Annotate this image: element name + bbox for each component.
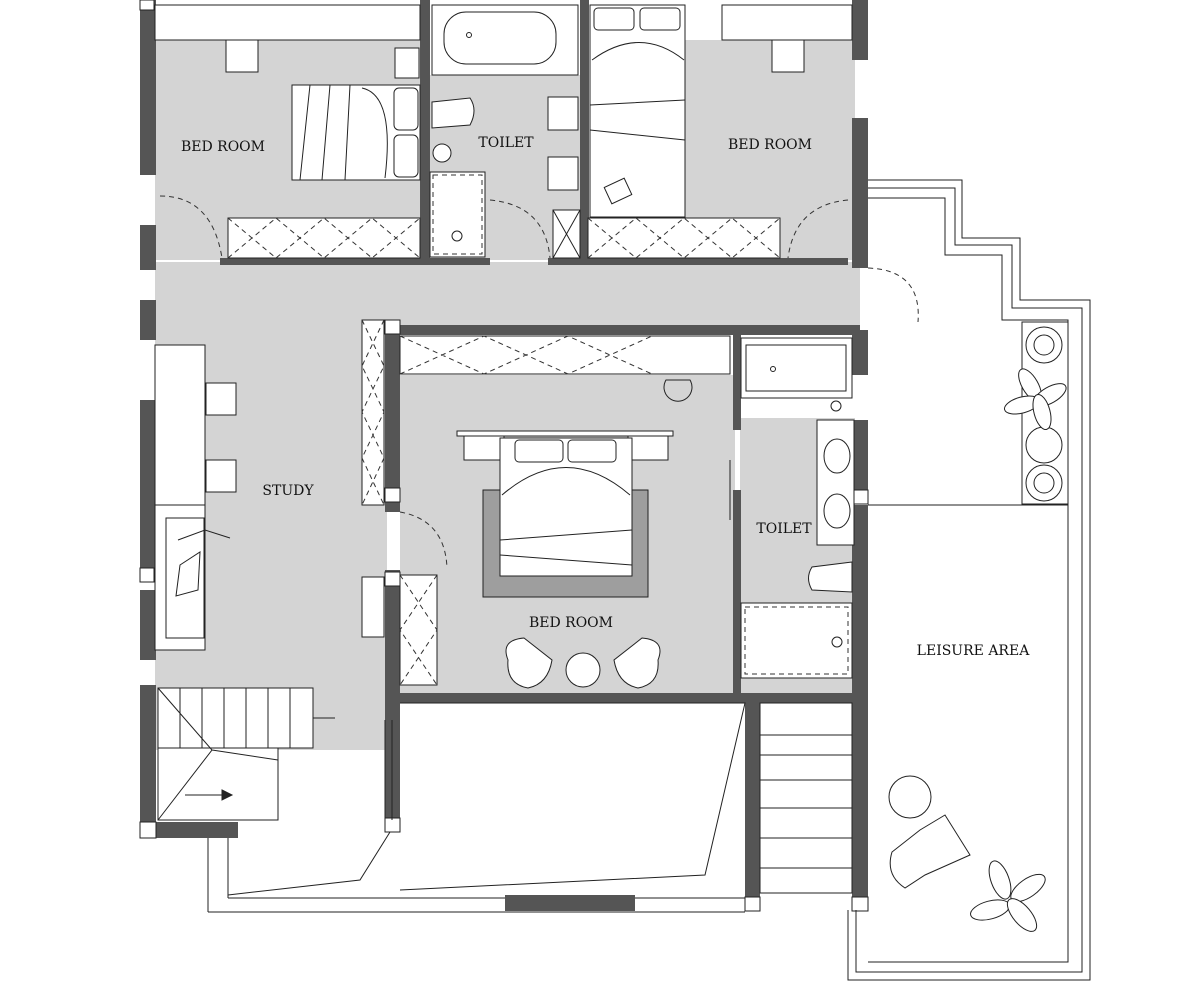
- bed-icon: [499, 437, 633, 577]
- wardrobe-icon: [399, 335, 731, 375]
- shower-icon: [429, 171, 486, 258]
- bed-icon: [589, 4, 686, 218]
- room-label-bedroom-ne: BED ROOM: [728, 137, 812, 153]
- speaker-icon: [1025, 326, 1063, 502]
- wardrobe-icon: [227, 217, 421, 259]
- walls: [140, 0, 868, 911]
- door-swing-icon: [787, 199, 849, 259]
- toilet-icon: [431, 97, 475, 129]
- chair-icon: [205, 459, 237, 493]
- bedroom-ne: BED ROOM: [587, 4, 853, 259]
- wardrobe-icon: [399, 574, 438, 686]
- wardrobe-icon: [361, 319, 385, 506]
- wardrobe-icon: [587, 217, 781, 259]
- room-label-study: STUDY: [262, 483, 314, 499]
- bedroom-nw: BED ROOM: [154, 4, 421, 259]
- door-swing-icon: [867, 267, 919, 323]
- chair-icon: [889, 814, 971, 889]
- leisure-area: LEISURE AREA: [847, 179, 1091, 981]
- room-label-leisure: LEISURE AREA: [917, 643, 1031, 659]
- chair-icon: [613, 637, 661, 689]
- bathtub-icon: [740, 337, 853, 399]
- void-area: [207, 702, 746, 913]
- chair-icon: [205, 382, 237, 416]
- plant-icon: [1003, 368, 1067, 431]
- bathtub-icon: [431, 4, 579, 76]
- toilet-north: TOILET: [429, 4, 581, 259]
- toilet-icon: [808, 561, 853, 593]
- plant-icon: [970, 860, 1046, 932]
- shower-icon: [740, 602, 853, 679]
- room-label-toilet-east: TOILET: [756, 521, 812, 537]
- chair-icon: [505, 637, 553, 689]
- door-swing-icon: [159, 195, 223, 259]
- room-label-toilet-north: TOILET: [478, 135, 534, 151]
- study: STUDY: [154, 319, 385, 651]
- sink-icon: [816, 419, 855, 546]
- door-swing-icon: [489, 199, 551, 259]
- toilet-east: TOILET: [740, 337, 855, 679]
- bed-icon: [291, 84, 421, 181]
- sink-icon: [547, 96, 579, 191]
- door-swing-icon: [399, 511, 448, 569]
- bedroom-master: BED ROOM: [399, 335, 731, 689]
- room-label-bedroom-nw: BED ROOM: [181, 139, 265, 155]
- staircase-icon: [157, 687, 335, 821]
- room-label-bedroom-master: BED ROOM: [529, 615, 613, 631]
- staircase-icon: [759, 702, 853, 894]
